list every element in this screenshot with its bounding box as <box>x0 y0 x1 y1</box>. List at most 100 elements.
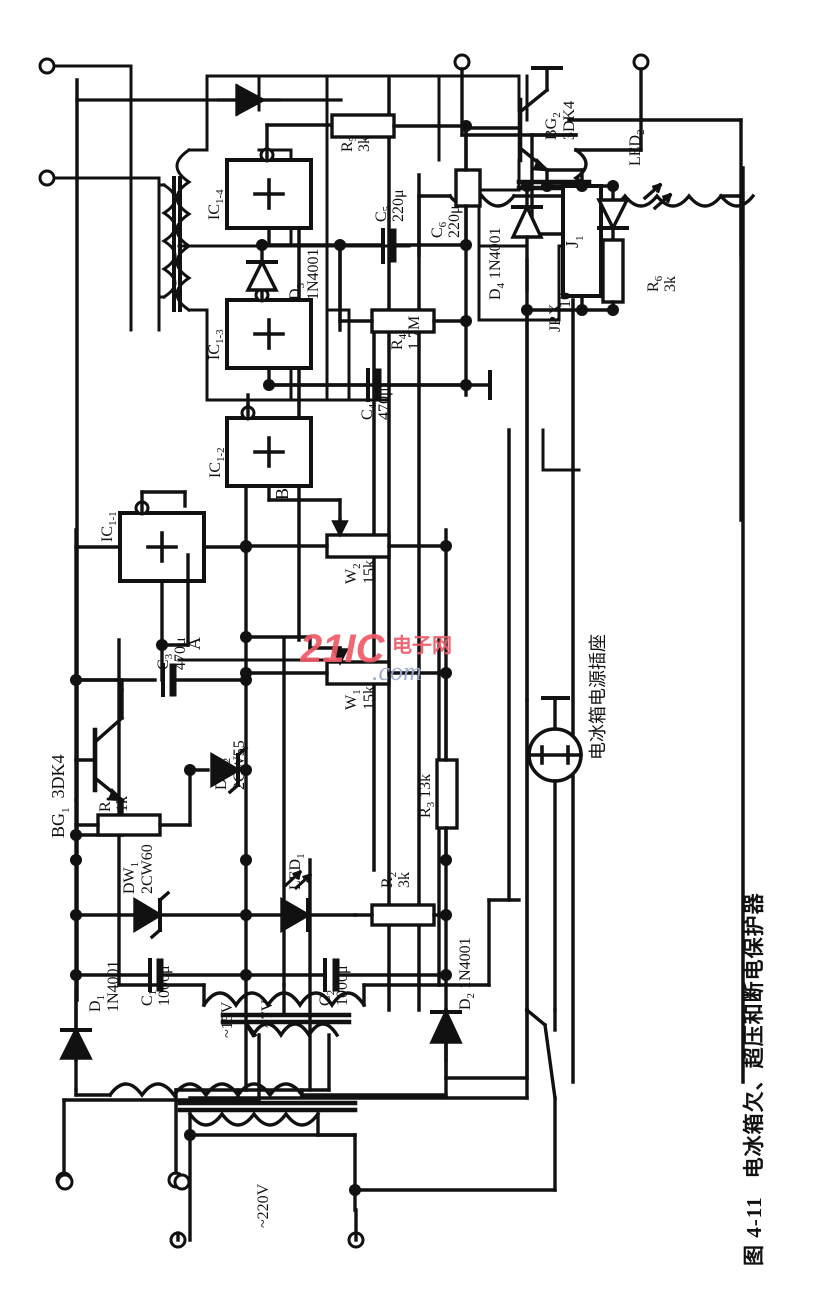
svg-text:~15V: ~15V <box>219 1001 236 1038</box>
label-bg2: BG2 3DK4 <box>543 101 578 140</box>
svg-text:R2: R2 <box>379 872 399 888</box>
svg-text:3k: 3k <box>396 872 413 888</box>
svg-text:DW2: DW2 <box>213 758 233 790</box>
opamp-ic1-2 <box>225 393 342 522</box>
label-c3: C3 470μ <box>155 637 189 670</box>
schematic-body <box>75 83 343 117</box>
svg-text:R5: R5 <box>339 135 359 152</box>
schematic-portrait-frame <box>59 66 673 1249</box>
svg-text:IC1-3: IC1-3 <box>206 329 226 360</box>
svg-text:R6: R6 <box>645 275 665 292</box>
svg-text:A: A <box>184 637 204 650</box>
svg-text:J1: J1 <box>562 235 586 248</box>
label-led2: LED2 <box>627 129 647 166</box>
potentiometer-w1 <box>244 635 448 686</box>
label-node-b: B <box>272 488 292 500</box>
resistor-r5 <box>330 113 468 139</box>
label-w1: W1 15k <box>343 686 378 710</box>
svg-text:220μ: 220μ <box>446 205 463 238</box>
svg-text:C1: C1 <box>139 990 159 1006</box>
svg-text:IC1-1: IC1-1 <box>99 511 119 542</box>
svg-text:2CW55: 2CW55 <box>231 740 248 790</box>
label-c4: C4 470μ <box>359 387 393 420</box>
svg-text:BG1 3DK4: BG1 3DK4 <box>48 754 72 838</box>
svg-text:3k: 3k <box>662 276 679 292</box>
resistor-r3 <box>435 671 459 862</box>
label-mains: ~220V <box>255 1183 272 1228</box>
svg-text:电冰箱电源插座: 电冰箱电源插座 <box>588 634 608 760</box>
figure-title: 电冰箱欠、超压和断电保护器 <box>742 892 766 1179</box>
label-ic1-2: IC1-2 <box>207 447 227 478</box>
relay-contact-and-socket <box>188 308 583 1100</box>
led-2 <box>596 182 673 242</box>
transformer <box>74 1008 448 1249</box>
label-tap-7v: ~7V <box>259 999 276 1028</box>
label-c2: C2 1000μ <box>317 965 351 1006</box>
svg-text:D4 1N4001: D4 1N4001 <box>487 227 507 300</box>
svg-text:C5: C5 <box>373 205 393 222</box>
svg-text:470μ: 470μ <box>172 637 189 670</box>
svg-text:D3: D3 <box>287 282 307 300</box>
label-r1: R1 1k <box>97 796 131 812</box>
label-ic1-3: IC1-3 <box>206 329 226 360</box>
schematic-nets <box>38 57 591 662</box>
svg-text:C6: C6 <box>429 221 449 238</box>
schematic-labels: BG1 3DK4 R1 1k C3 470μ DW2 2CW55 <box>48 101 679 1228</box>
label-c5: C5 220μ <box>373 189 407 222</box>
label-relay-type: JRX <box>547 303 564 332</box>
svg-text:C4: C4 <box>359 403 379 420</box>
label-r4: R4 1.7M <box>389 316 423 350</box>
svg-text:IC1-2: IC1-2 <box>207 447 227 478</box>
svg-text:W2: W2 <box>343 563 363 584</box>
resistor-r4 <box>338 243 468 334</box>
svg-text:1k: 1k <box>114 796 131 812</box>
label-dw2: DW2 2CW55 <box>213 740 248 790</box>
svg-text:IC1-4: IC1-4 <box>206 189 226 220</box>
opamp-ic1-4 <box>225 123 332 247</box>
diode-d1 <box>59 988 93 1062</box>
svg-text:DW1: DW1 <box>121 862 141 894</box>
schematic-drawing <box>567 118 743 522</box>
svg-text:1000μ: 1000μ <box>334 965 351 1006</box>
capacitor-c5 <box>338 228 468 264</box>
svg-text:BG2: BG2 <box>543 112 563 140</box>
potentiometer-w2 <box>244 518 448 559</box>
label-c6: C6 220μ <box>429 205 463 238</box>
resistor-r6 <box>601 238 625 312</box>
svg-text:1.7M: 1.7M <box>406 316 423 350</box>
svg-text:2CW60: 2CW60 <box>139 844 156 894</box>
svg-text:LED1: LED1 <box>287 853 307 890</box>
opamp-ic1-1 <box>74 490 248 647</box>
svg-text:1000μ: 1000μ <box>156 965 173 1006</box>
label-d1: D1 1N4001 <box>87 960 122 1012</box>
label-r2: R2 3k <box>379 872 413 888</box>
svg-text:15k: 15k <box>361 560 378 584</box>
svg-text:3k: 3k <box>356 136 373 152</box>
label-d3: D3 1N4001 <box>287 248 322 300</box>
resistor-r2 <box>353 903 448 927</box>
label-tap-15v: ~15V <box>219 1001 236 1038</box>
label-r6: R6 3k <box>645 275 679 292</box>
svg-text:LED2: LED2 <box>627 129 647 166</box>
label-r3: R3 13k <box>417 774 437 818</box>
svg-text:470μ: 470μ <box>376 387 393 420</box>
svg-text:D1: D1 <box>87 995 107 1012</box>
svg-text:~7V: ~7V <box>259 999 276 1028</box>
svg-text:R4: R4 <box>389 333 409 350</box>
figure-caption: 图 4-11电冰箱欠、超压和断电保护器 <box>738 366 768 1266</box>
svg-text:3DK4: 3DK4 <box>561 101 578 140</box>
figure-graphics <box>297 166 745 1084</box>
svg-text:C2: C2 <box>317 990 337 1006</box>
label-r5: R5 3k <box>339 135 373 152</box>
svg-text:1N4001: 1N4001 <box>105 960 122 1012</box>
label-w2: W2 15k <box>343 560 378 584</box>
svg-text:D2 1N4001: D2 1N4001 <box>457 937 477 1010</box>
label-dw1: DW1 2CW60 <box>121 844 156 894</box>
svg-text:C3: C3 <box>155 653 175 670</box>
svg-text:R1: R1 <box>97 796 117 812</box>
svg-text:15k: 15k <box>361 686 378 710</box>
label-c1: C1 1000μ <box>139 965 173 1006</box>
